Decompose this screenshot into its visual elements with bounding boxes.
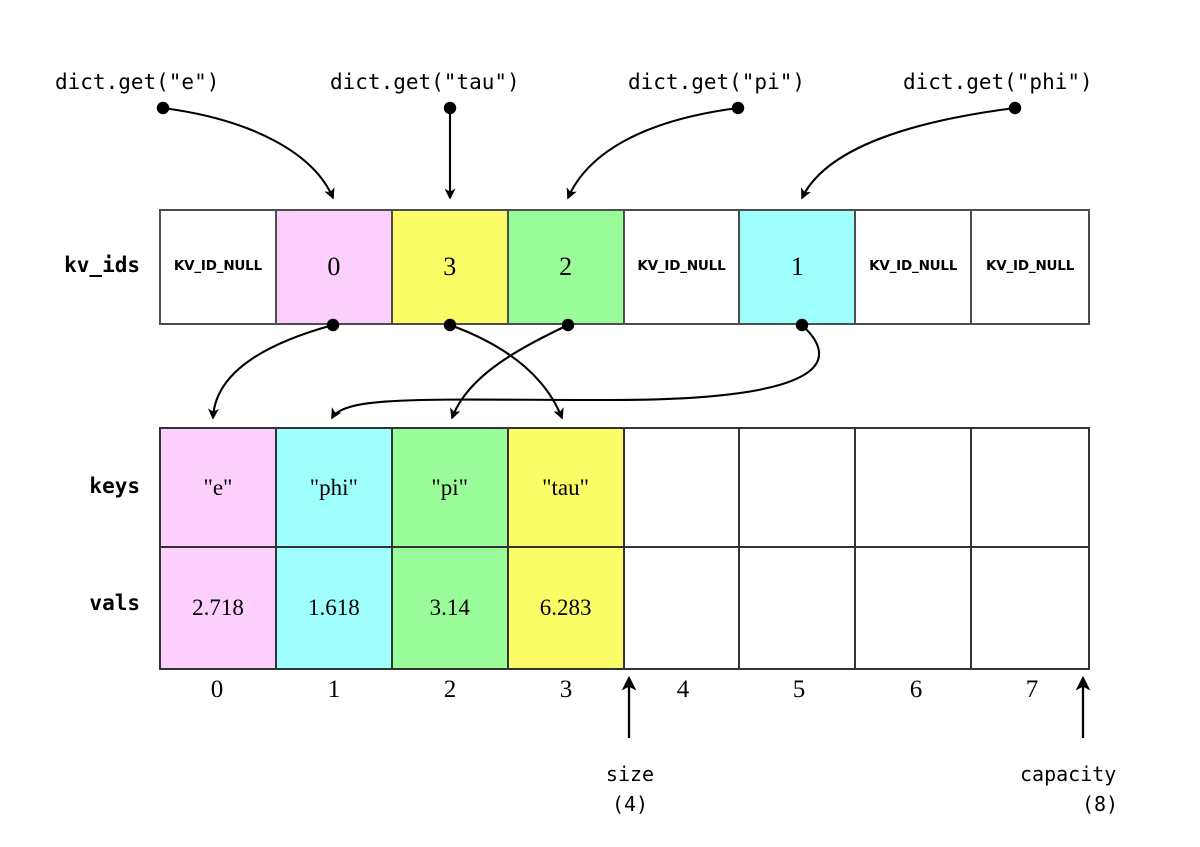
vals-value-1: 1.618 (307, 595, 360, 620)
index-label-0: 0 (210, 676, 224, 703)
arrow-get-pi-to-kvids (566, 101, 745, 200)
kv-ids-value-7: KV_ID_NULL (986, 258, 1075, 275)
kv-ids-value-2: 3 (443, 252, 457, 281)
index-label-4: 4 (676, 676, 690, 703)
keys-cell-4[interactable] (624, 429, 741, 546)
kv-ids-cell-4[interactable]: KV_ID_NULL (624, 211, 741, 323)
vals-row: 2.718 1.618 3.14 6.283 (161, 546, 1088, 668)
index-label-7: 7 (1025, 676, 1039, 703)
kv-ids-cell-0[interactable]: KV_ID_NULL (161, 211, 277, 323)
vals-value-2: 3.14 (429, 595, 470, 620)
row-label-keys: keys (89, 474, 140, 498)
index-label-3: 3 (559, 676, 573, 703)
vals-cell-5[interactable] (740, 548, 857, 668)
vals-cell-2[interactable]: 3.14 (392, 548, 509, 668)
kv-ids-value-0: KV_ID_NULL (173, 258, 262, 275)
row-label-kv-ids: kv_ids (64, 253, 140, 277)
arrow-kvid3-to-keys3 (443, 318, 564, 420)
kv-ids-value-4: KV_ID_NULL (637, 258, 726, 275)
arrow-kvid0-to-keys0 (207, 318, 340, 420)
size-marker-value: (4) (611, 792, 649, 816)
kv-ids-cell-6[interactable]: KV_ID_NULL (856, 211, 973, 323)
keys-cell-2[interactable]: "pi" (392, 429, 509, 546)
keys-cell-3[interactable]: "tau" (508, 429, 625, 546)
keys-cell-7[interactable] (972, 429, 1088, 546)
keys-cell-0[interactable]: "e" (161, 429, 277, 546)
vals-value-3: 6.283 (539, 595, 592, 620)
keys-value-0: "e" (203, 474, 233, 500)
index-label-1: 1 (327, 676, 341, 703)
keys-row: "e" "phi" "pi" "tau" (161, 429, 1088, 546)
kv-ids-cell-5[interactable]: 1 (740, 211, 857, 323)
kv-ids-cell-7[interactable]: KV_ID_NULL (972, 211, 1088, 323)
call-label-tau: dict.get("tau") (330, 70, 520, 94)
arrow-kvid2-to-keys2 (450, 318, 575, 420)
keys-cell-5[interactable] (740, 429, 857, 546)
kv-ids-cell-1[interactable]: 0 (276, 211, 393, 323)
kv-ids-cell-2[interactable]: 3 (392, 211, 509, 323)
arrow-get-phi-to-kvids (801, 101, 1022, 200)
keys-value-1: "phi" (309, 474, 358, 500)
kv-ids-value-5: 1 (790, 252, 804, 281)
index-label-2: 2 (443, 676, 457, 703)
keys-cell-1[interactable]: "phi" (276, 429, 393, 546)
kv-ids-value-6: KV_ID_NULL (869, 258, 958, 275)
index-label-5: 5 (792, 676, 806, 703)
keys-value-2: "pi" (431, 474, 469, 500)
vals-cell-6[interactable] (856, 548, 973, 668)
vals-cell-7[interactable] (972, 548, 1088, 668)
keys-cell-6[interactable] (856, 429, 973, 546)
arrow-get-e-to-kvids (156, 101, 335, 200)
call-label-pi: dict.get("pi") (628, 70, 806, 94)
vals-cell-1[interactable]: 1.618 (276, 548, 393, 668)
vals-value-0: 2.718 (192, 595, 244, 620)
arrow-get-tau-to-kvids (443, 101, 457, 200)
vals-cell-3[interactable]: 6.283 (508, 548, 625, 668)
call-label-phi: dict.get("phi") (903, 70, 1093, 94)
call-label-e: dict.get("e") (55, 70, 220, 94)
row-label-vals: vals (89, 591, 140, 615)
arrow-kvid1-to-keys1 (331, 318, 821, 420)
size-marker-name: size (605, 762, 655, 786)
kv-ids-cell-3[interactable]: 2 (508, 211, 625, 323)
kv-ids-value-1: 0 (327, 252, 341, 281)
kv-ids-row: KV_ID_NULL 0 3 2 KV_ID_NULL 1 KV_ID_NULL… (159, 209, 1090, 325)
keys-value-3: "tau" (542, 474, 589, 500)
index-label-6: 6 (909, 676, 923, 703)
kv-ids-value-3: 2 (559, 252, 573, 281)
capacity-marker-name: capacity (1020, 762, 1117, 786)
vals-cell-0[interactable]: 2.718 (161, 548, 277, 668)
capacity-marker-value: (8) (1081, 792, 1119, 816)
vals-cell-4[interactable] (624, 548, 741, 668)
keys-vals-table: "e" "phi" "pi" "tau" 2.718 1.618 3.14 6.… (159, 427, 1090, 670)
